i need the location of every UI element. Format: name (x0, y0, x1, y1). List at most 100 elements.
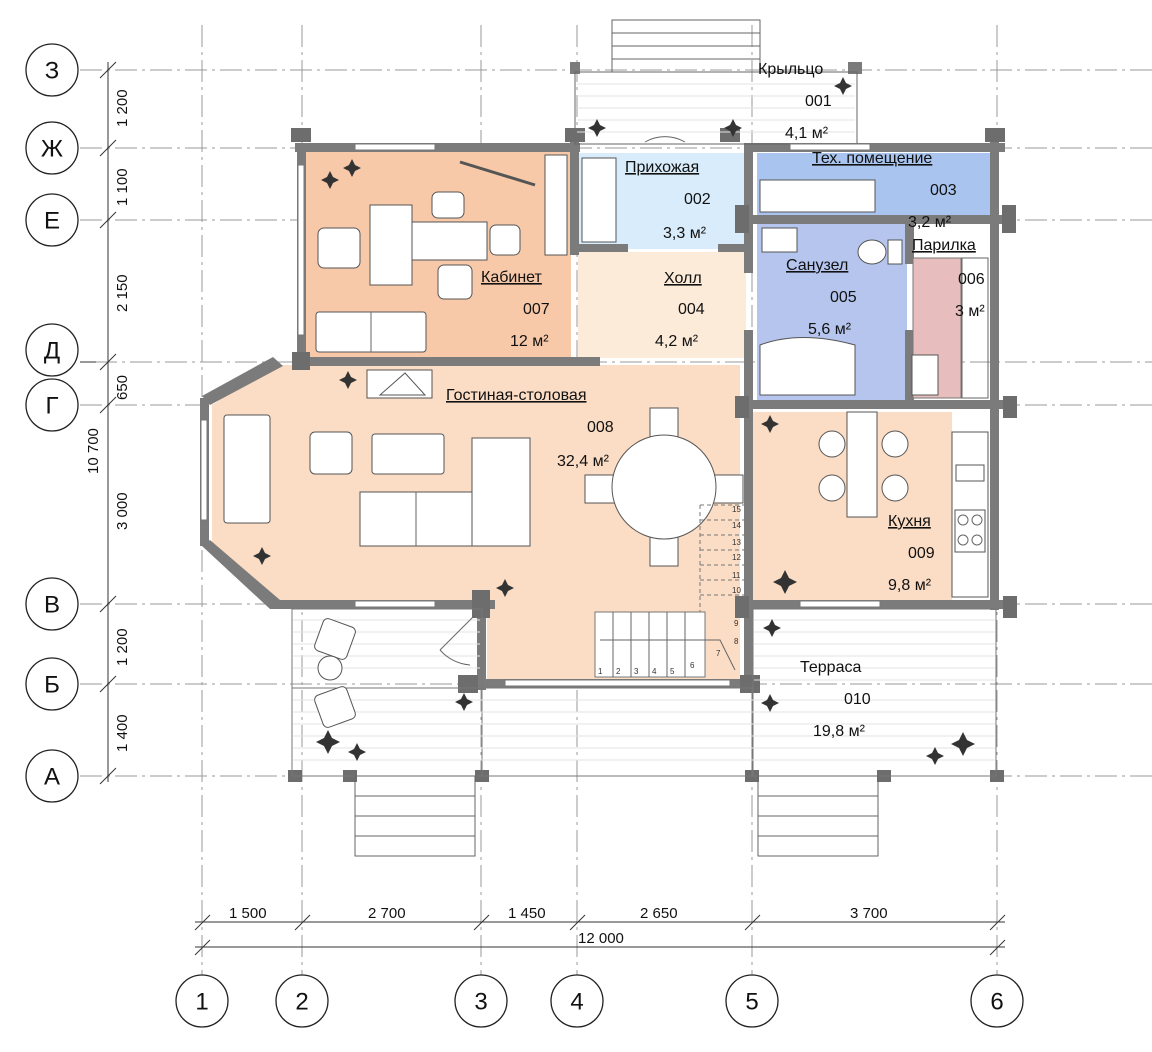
axis-col-4: 4 (570, 989, 583, 1016)
room-area-bathroom: 5,6 м² (808, 321, 852, 338)
axis-row-a: А (44, 764, 60, 791)
plant-icon (455, 693, 473, 711)
plant-icon (763, 619, 781, 637)
armchair-icon (317, 227, 361, 269)
plant-icon (834, 77, 852, 95)
stove-icon (954, 509, 986, 553)
plants (253, 77, 975, 765)
plant-icon (761, 694, 779, 712)
dim-left-3: 2 150 (114, 274, 131, 312)
room-number-entry: 002 (684, 191, 711, 208)
stair-step-15: 15 (732, 505, 741, 514)
room-name-sauna: Парилка (912, 237, 976, 254)
axis-col-3: 3 (474, 989, 487, 1016)
sofa-icon (223, 414, 271, 524)
room-name-living: Гостиная-столовая (446, 387, 586, 404)
room-name-porch: Крыльцо (758, 61, 823, 78)
plant-icon (761, 415, 779, 433)
room-name-tech: Тех. помещение (812, 150, 932, 167)
room-name-hall: Холл (664, 270, 702, 287)
row-axis-markers: З Ж Е Д Г В Б А (25, 43, 96, 803)
room-area-cabinet: 12 м² (510, 333, 549, 350)
plant-icon (496, 579, 514, 597)
room-name-bathroom: Санузел (786, 257, 848, 274)
sink-icon (955, 464, 985, 482)
plant-icon (321, 171, 339, 189)
dim-bottom-5: 3 700 (850, 905, 888, 922)
room-area-entry: 3,3 м² (663, 225, 707, 242)
room-number-bathroom: 005 (830, 289, 857, 306)
room-fill-hall (578, 252, 746, 358)
dim-left-total: 10 700 (85, 428, 102, 474)
axis-row-v: В (44, 592, 60, 619)
stair-step-13: 13 (732, 538, 741, 547)
dim-left-2: 1 100 (114, 168, 131, 206)
stair-step-11: 11 (732, 571, 741, 580)
armchair-icon (309, 431, 353, 475)
sink-icon (761, 227, 798, 253)
axis-row-g: Г (46, 393, 59, 420)
room-name-cabinet: Кабинет (481, 269, 543, 286)
axis-col-1: 1 (195, 989, 208, 1016)
room-number-sauna: 006 (958, 271, 985, 288)
room-area-kitchen: 9,8 м² (888, 577, 932, 594)
room-name-terrace: Терраса (800, 659, 861, 676)
room-number-tech: 003 (930, 182, 957, 199)
dim-bottom-4: 2 650 (640, 905, 678, 922)
axis-row-z: З (45, 58, 60, 85)
axis-row-b: Б (44, 672, 60, 699)
axis-col-5: 5 (745, 989, 758, 1016)
room-number-cabinet: 007 (523, 301, 550, 318)
stair-step-14: 14 (732, 521, 741, 530)
stair-step-1: 1 (598, 667, 603, 676)
stair-step-9: 9 (734, 619, 739, 628)
stair-step-5: 5 (670, 667, 675, 676)
plant-icon (253, 547, 271, 565)
room-name-entry: Прихожая (625, 159, 699, 176)
dim-bottom-2: 2 700 (368, 905, 406, 922)
plant-icon (951, 732, 975, 756)
stair-step-12: 12 (732, 553, 741, 562)
axis-col-6: 6 (990, 989, 1003, 1016)
staircase (594, 504, 745, 678)
column-axis-markers: 1 2 3 4 5 6 (175, 974, 1024, 1028)
plant-icon (316, 730, 340, 754)
dim-bottom-1: 1 500 (229, 905, 267, 922)
axis-row-e: Е (44, 208, 60, 235)
room-labels: Крыльцо 001 4,1 м² Прихожая 002 3,3 м² Т… (446, 61, 985, 740)
plant-icon (773, 570, 797, 594)
room-number-living: 008 (587, 419, 614, 436)
plant-icon (339, 371, 357, 389)
room-area-sauna: 3 м² (955, 303, 985, 320)
dim-bottom-3: 1 450 (508, 905, 546, 922)
dim-bottom-total: 12 000 (578, 930, 624, 947)
room-area-hall: 4,2 м² (655, 333, 699, 350)
walls (200, 62, 1017, 782)
furniture (223, 136, 989, 728)
room-number-hall: 004 (678, 301, 705, 318)
stair-step-7: 7 (716, 649, 721, 658)
plant-icon (926, 747, 944, 765)
room-area-porch: 4,1 м² (785, 125, 829, 142)
bathtub-icon (759, 337, 856, 396)
desk (369, 204, 413, 286)
dim-left-6: 1 200 (114, 628, 131, 666)
dining-table-icon (611, 434, 717, 540)
stair-step-2: 2 (616, 667, 621, 676)
left-dimensions: 1 200 1 100 2 150 650 3 000 1 200 1 400 … (85, 61, 131, 785)
room-number-kitchen: 009 (908, 545, 935, 562)
stair-step-8: 8 (734, 637, 739, 646)
windows (200, 143, 881, 687)
room-area-tech: 3,2 м² (908, 214, 952, 231)
stair-step-10: 10 (732, 586, 741, 595)
room-number-porch: 001 (805, 93, 832, 110)
stair-step-3: 3 (634, 667, 639, 676)
plant-icon (588, 119, 606, 137)
dim-left-5: 3 000 (114, 492, 131, 530)
axis-row-d: Д (44, 338, 60, 365)
dim-left-1: 1 200 (114, 89, 131, 127)
room-name-kitchen: Кухня (888, 513, 931, 530)
plant-icon (724, 119, 742, 137)
axis-row-zh: Ж (41, 136, 63, 163)
